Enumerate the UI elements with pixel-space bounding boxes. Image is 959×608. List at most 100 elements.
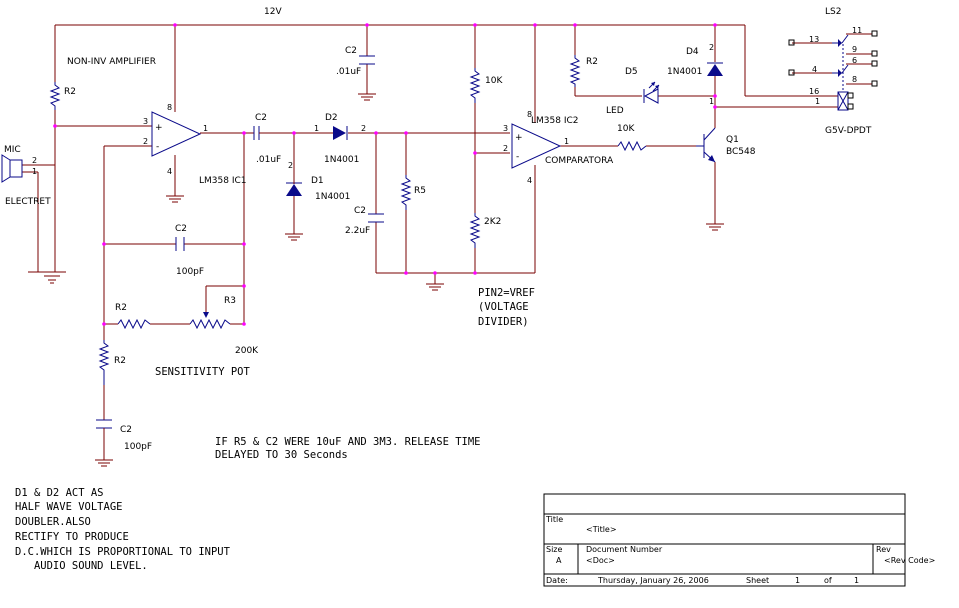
ground-icon (706, 223, 724, 231)
capacitor-c2-feedback (175, 237, 185, 251)
c2-hold-value: 2.2uF (345, 226, 370, 236)
d1-pin: 2 (288, 161, 293, 170)
ic1-label: LM358 IC1 (199, 176, 246, 186)
resistor-r5 (400, 175, 412, 210)
title-block-rev-value: <Rev Code> (884, 556, 935, 565)
mic-label: MIC (4, 145, 21, 155)
title-block-docnum-value: <Doc> (586, 556, 615, 565)
relay-ls2 (788, 30, 878, 111)
mic-type-label: ELECTRET (5, 197, 51, 207)
resistor-2k2-divider (469, 213, 481, 248)
r5-label: R5 (414, 186, 426, 196)
ic1-pin-vcc: 8 (167, 103, 172, 112)
ground-icon (426, 283, 444, 291)
r3-value: 200K (235, 346, 259, 356)
relay-label: LS2 (825, 7, 841, 17)
ic1-plus-sign: + (155, 123, 163, 133)
ic2-pin-vcc: 8 (527, 110, 532, 119)
title-block (543, 493, 906, 587)
ic2-pin-gnd: 4 (527, 176, 532, 185)
notes-line: AUDIO SOUND LEVEL. (15, 560, 148, 572)
ic1-title: NON-INV AMPLIFIER (67, 57, 156, 67)
supply-label: 12V (264, 7, 282, 17)
d4-pin-top: 2 (709, 43, 714, 52)
title-block-sheet-label: Sheet (746, 576, 769, 585)
ic2-pin-minus: 2 (503, 144, 508, 153)
ground-icon (95, 459, 113, 467)
ic2-plus-sign: + (515, 133, 523, 143)
capacitor-c2-coupling (253, 126, 265, 140)
notes-line: HALF WAVE VOLTAGE (15, 501, 122, 513)
relay-pin: 4 (812, 65, 817, 74)
diode-d2 (333, 126, 348, 140)
notes-line: D.C.WHICH IS PROPORTIONAL TO INPUT (15, 546, 231, 558)
sensitivity-pot-label: SENSITIVITY POT (155, 366, 251, 378)
c2-feedback-label: C2 (175, 224, 187, 234)
title-block-date-label: Date: (546, 576, 568, 585)
q1-value: BC548 (726, 147, 756, 157)
ic1-pin-minus: 2 (143, 137, 148, 146)
relay-pin: 1 (815, 97, 820, 106)
c2-lower-value: 100pF (124, 442, 152, 452)
title-block-size-value: A (556, 556, 562, 565)
vref-note-line1: PIN2=VREF (478, 287, 535, 299)
d1-value: 1N4001 (315, 192, 350, 202)
title-block-of-label: of (824, 576, 832, 585)
ground-icon (28, 250, 66, 284)
microphone-symbol (1, 154, 23, 183)
ic1-pin-gnd: 4 (167, 167, 172, 176)
notes-line: DOUBLER.ALSO (15, 516, 91, 528)
c2-supply-label: C2 (345, 46, 357, 56)
d2-label: D2 (325, 113, 338, 123)
title-block-rev-label: Rev (876, 545, 891, 554)
mic-pin-top: 2 (32, 156, 37, 165)
c2-coupling-label: C2 (255, 113, 267, 123)
title-block-title-label: Title (545, 515, 563, 524)
d4-value: 1N4001 (667, 67, 702, 77)
ic1-pin-out: 1 (203, 124, 208, 133)
c2-supply-value: .01uF (336, 67, 361, 77)
mic-pin-bottom: 1 (32, 167, 37, 176)
d2-value: 1N4001 (324, 155, 359, 165)
title-block-size-label: Size (546, 545, 563, 554)
notes-line: D1 & D2 ACT AS (15, 487, 104, 499)
d5-label: D5 (625, 67, 638, 77)
d1-label: D1 (311, 176, 324, 186)
ground-icon (358, 93, 376, 101)
capacitor-c2-lower (96, 419, 112, 460)
diode-d4 (707, 62, 723, 76)
release-note-line2: DELAYED TO 30 Seconds (215, 449, 348, 461)
r2-lower-label: R2 (114, 356, 126, 366)
title-block-title-value: <Title> (586, 525, 617, 534)
r10k-base-label: 10K (617, 124, 635, 134)
ic2-opamp-symbol (511, 123, 562, 169)
wires (22, 24, 838, 420)
c2-hold-label: C2 (354, 206, 366, 216)
resistor-10k-base (617, 140, 647, 152)
relay-pin: 13 (809, 35, 819, 44)
ic2-label: LM358 IC2 (531, 116, 578, 126)
resistor-10k-divider (469, 68, 481, 103)
c2-coupling-value: .01uF (256, 155, 281, 165)
ic2-sub-label: COMPARATORA (545, 156, 614, 166)
c2-feedback-value: 100pF (176, 267, 204, 277)
d4-label: D4 (686, 47, 699, 57)
resistor-r2-led (569, 55, 581, 87)
capacitor-c2-hold (368, 213, 384, 223)
r2-feedback-label: R2 (115, 303, 127, 313)
q1-label: Q1 (726, 135, 739, 145)
title-block-docnum-label: Document Number (586, 545, 663, 554)
ic2-minus-sign: - (516, 152, 519, 162)
title-block-date-value: Thursday, January 26, 2006 (597, 576, 709, 585)
r10k-divider-label: 10K (485, 76, 503, 86)
ic2-pin-plus: 3 (503, 124, 508, 133)
ic2-pin-out: 1 (564, 137, 569, 146)
title-block-of-value: 1 (854, 576, 859, 585)
potentiometer-r3 (189, 312, 231, 330)
d2-pin-a: 1 (314, 124, 319, 133)
led-d5 (643, 81, 660, 104)
capacitor-c2-supply (359, 55, 375, 65)
ground-symbols (28, 93, 724, 467)
notes-line: RECTIFY TO PRODUCE (15, 531, 129, 543)
